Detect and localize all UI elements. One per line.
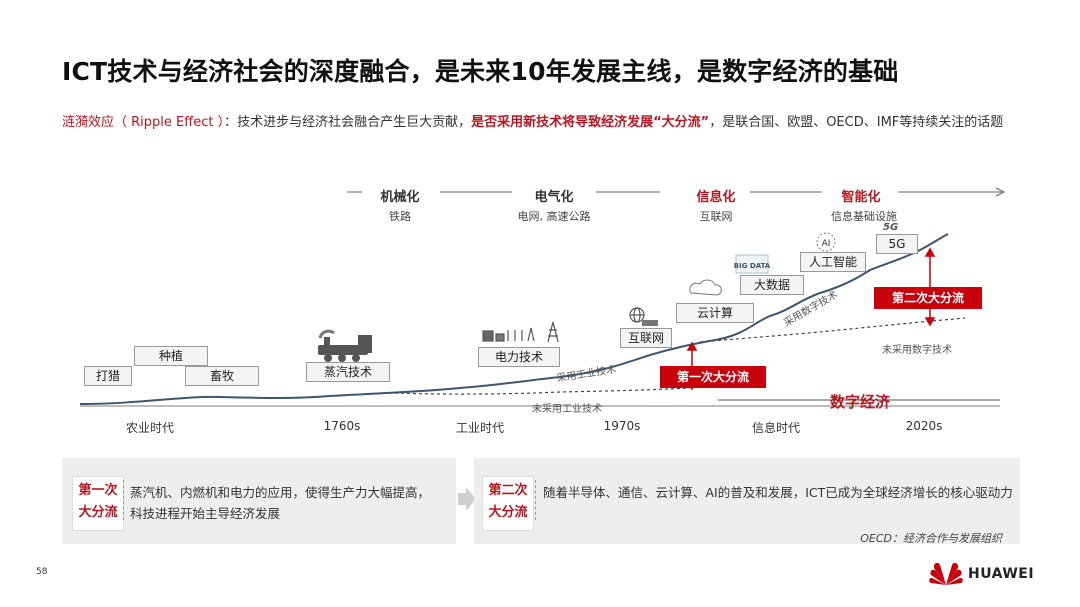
box-herding: 畜牧 — [185, 366, 259, 386]
era-mechanization-sub: 铁路 — [389, 210, 411, 223]
axis-1970s: 1970s — [603, 419, 641, 433]
cloud-icon — [689, 279, 722, 296]
era-arrow — [347, 187, 1006, 197]
panel-first-tag: 第一次 大分流 — [72, 476, 124, 531]
label-not-adopt-industrial: 未采用工业技术 — [532, 404, 602, 415]
box-internet: 互联网 — [620, 328, 672, 348]
box-ai: 人工智能 — [800, 252, 866, 272]
ai-icon: AI — [816, 232, 836, 252]
source-note: OECD：经济合作与发展组织 — [860, 532, 1002, 545]
timeline-graphic: BIG DATA AI 5G — [79, 187, 1006, 407]
era-mechanization: 机械化 — [380, 190, 420, 205]
panel-first-divergence — [62, 458, 456, 544]
box-hunting: 打猎 — [84, 366, 132, 386]
steam-locomotive-icon — [318, 329, 372, 362]
axis-industrial-era: 工业时代 — [455, 421, 505, 435]
box-big-data: 大数据 — [740, 275, 804, 295]
axis-1760s: 1760s — [323, 419, 361, 433]
intro-text-2: ，是联合国、欧盟、OECD、IMF等持续关注的话题 — [709, 115, 1004, 130]
panel-second-text: 随着半导体、通信、云计算、AI的普及和发展，ICT已成为全球经济增长的核心驱动力 — [543, 485, 1013, 500]
second-divergence-label: 第二次大分流 — [874, 287, 982, 309]
panel-first-tag-line1: 第一次 — [78, 483, 118, 498]
panel-arrow-icon — [458, 487, 476, 511]
era-electrification-sub: 电网, 高速公路 — [517, 210, 591, 223]
box-5g: 5G — [876, 234, 918, 254]
panel-second-divergence — [474, 458, 1020, 544]
panel-second-tag: 第二次 大分流 — [482, 476, 534, 531]
svg-text:5G: 5G — [883, 222, 898, 233]
power-plant-icon — [482, 321, 559, 343]
era-intelligence: 智能化 — [841, 190, 881, 205]
page-number: 58 — [36, 567, 48, 577]
axis-agricultural-era: 农业时代 — [125, 421, 175, 435]
not-adopt-industrial-curve — [394, 387, 691, 395]
ripple-effect-term: 涟漪效应（ Ripple Effect ） — [62, 115, 225, 130]
box-electric-power: 电力技术 — [478, 347, 560, 367]
panel-first-divider — [123, 480, 125, 520]
era-informatization-sub: 互联网 — [699, 210, 733, 223]
era-electrification: 电气化 — [534, 190, 574, 205]
box-steam-technology: 蒸汽技术 — [306, 362, 390, 382]
growth-curve — [79, 233, 949, 405]
box-cloud-computing: 云计算 — [676, 303, 754, 323]
svg-text:AI: AI — [822, 239, 831, 249]
page-title: ICT技术与经济社会的深度融合，是未来10年发展主线，是数字经济的基础 — [62, 57, 899, 86]
axis-2020s: 2020s — [905, 419, 943, 433]
panel-second-tag-line2: 大分流 — [488, 505, 528, 520]
intro-colon: ： — [224, 115, 238, 130]
panel-first-tag-line2: 大分流 — [78, 505, 118, 520]
big-data-icon: BIG DATA — [734, 254, 771, 274]
box-planting: 种植 — [134, 346, 208, 366]
panel-first-text: 蒸汽机、内燃机和电力的应用，使得生产力大幅提高，科技进程开始主导经济发展 — [130, 485, 431, 521]
intro-text-1: 技术进步与经济社会融合产生巨大贡献， — [237, 115, 472, 130]
internet-globe-icon — [629, 307, 658, 326]
huawei-brand-text: HUAWEI — [968, 566, 1035, 582]
digital-economy-label: 数字经济 — [830, 393, 891, 411]
intro-paragraph: 涟漪效应（ Ripple Effect ）：技术进步与经济社会融合产生巨大贡献，… — [62, 112, 1032, 134]
label-not-adopt-digital: 未采用数字技术 — [882, 345, 952, 356]
era-intelligence-sub: 信息基础设施 — [831, 210, 897, 223]
intro-highlight: 是否采用新技术将导致经济发展“大分流” — [471, 115, 710, 130]
axis-information-era: 信息时代 — [751, 421, 801, 435]
svg-text:BIG DATA: BIG DATA — [734, 262, 771, 270]
first-divergence-label: 第一次大分流 — [660, 366, 766, 388]
panel-second-tag-line1: 第二次 — [488, 483, 528, 498]
huawei-logo-icon — [929, 562, 963, 585]
era-informatization: 信息化 — [696, 190, 736, 205]
panel-second-divider — [535, 480, 537, 520]
5g-icon: 5G — [883, 222, 898, 233]
not-adopt-digital-curve — [699, 317, 966, 343]
